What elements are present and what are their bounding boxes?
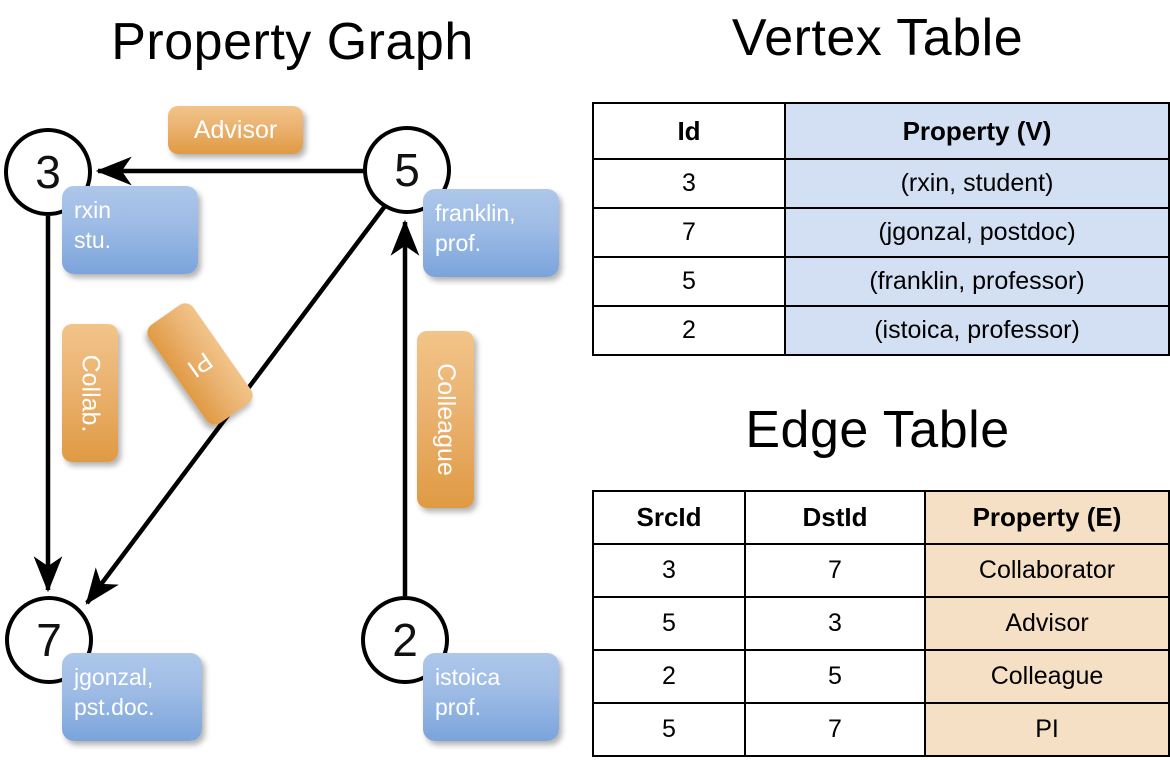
edge-table-header-dstid: DstId [744,490,926,545]
table-row: 3 (rxin, student) [592,158,1170,209]
property-graph-panel: Property Graph 3 5 7 2 rxin stu. frankli… [4,13,559,741]
edge-table-header-property: Property (E) [924,490,1170,545]
vertex-row-0-id: 3 [592,158,786,209]
vertex-row-2-property: (franklin, professor) [784,256,1170,307]
vertex-property-istoica-line2: prof. [435,694,482,721]
vertex-row-3-id: 2 [592,305,786,356]
edge-label-colleague-text: Colleague [432,363,460,476]
vertex-table-header-property: Property (V) [784,102,1170,160]
edge-row-3-src: 5 [592,702,746,757]
table-row: 2 5 Colleague [592,649,1170,704]
vertex-row-0-property: (rxin, student) [784,158,1170,209]
edge-row-2-dst: 5 [744,649,926,704]
edge-label-badge-advisor: Advisor [168,106,303,154]
vertex-node-7-label: 7 [36,614,62,666]
vertex-property-jgonzal-line2: pst.doc. [74,694,155,721]
edge-row-0-src: 3 [592,543,746,598]
edge-label-advisor-text: Advisor [193,115,278,144]
vertex-property-rxin-line1: rxin [74,197,112,223]
vertex-row-2-id: 5 [592,256,786,307]
edge-table: SrcId DstId Property (E) 3 7 Collaborato… [592,490,1170,757]
vertex-property-istoica-line1: istoica [435,664,501,690]
vertex-row-1-property: (jgonzal, postdoc) [784,207,1170,258]
edge-table-header-srcid: SrcId [592,490,746,545]
edge-table-header-row: SrcId DstId Property (E) [592,490,1170,545]
vertex-table-header-id: Id [592,102,786,160]
edge-row-0-dst: 7 [744,543,926,598]
vertex-property-rxin-line2: stu. [74,227,112,254]
edge-row-2-property: Colleague [924,649,1170,704]
edge-label-badge-colleague: Colleague [417,331,474,508]
vertex-table-header-row: Id Property (V) [592,102,1170,160]
vertex-table: Id Property (V) 3 (rxin, student) 7 (jgo… [592,102,1170,356]
vertex-node-2[interactable]: 2 [361,596,449,684]
vertex-row-1-id: 7 [592,207,786,258]
page-title-vertex-table: Vertex Table [731,9,1024,67]
edge-label-collab-text: Collab. [76,354,105,432]
table-row: 5 7 PI [592,702,1170,757]
table-row: 5 3 Advisor [592,596,1170,651]
vertex-property-franklin-line2: prof. [435,230,482,257]
edge-row-2-src: 2 [592,649,746,704]
page-title-property-graph: Property Graph [111,13,474,71]
page-title-edge-table: Edge Table [745,401,1010,459]
vertex-property-box-franklin: franklin, prof. [423,189,559,277]
edge-row-1-property: Advisor [924,596,1170,651]
edge-row-1-src: 5 [592,596,746,651]
edge-label-badge-collab: Collab. [62,324,118,462]
vertex-node-5-label: 5 [394,144,420,196]
table-row: 7 (jgonzal, postdoc) [592,207,1170,258]
edge-row-0-property: Collaborator [924,543,1170,598]
vertex-property-jgonzal-line1: jgonzal, [74,664,154,690]
vertex-node-3-label: 3 [35,146,61,198]
edge-row-3-property: PI [924,702,1170,757]
edge-row-1-dst: 3 [744,596,926,651]
table-row: 2 (istoica, professor) [592,305,1170,356]
vertex-row-3-property: (istoica, professor) [784,305,1170,356]
vertex-property-box-istoica: istoica prof. [423,653,559,741]
vertex-node-5[interactable]: 5 [363,126,451,214]
edge-label-pi-text: PI [182,346,218,383]
table-row: 5 (franklin, professor) [592,256,1170,307]
vertex-property-franklin-line1: franklin, [435,200,516,226]
table-row: 3 7 Collaborator [592,543,1170,598]
edge-row-3-dst: 7 [744,702,926,757]
vertex-node-2-label: 2 [392,614,418,666]
vertex-property-box-jgonzal: jgonzal, pst.doc. [62,653,202,741]
vertex-property-box-rxin: rxin stu. [62,186,198,274]
